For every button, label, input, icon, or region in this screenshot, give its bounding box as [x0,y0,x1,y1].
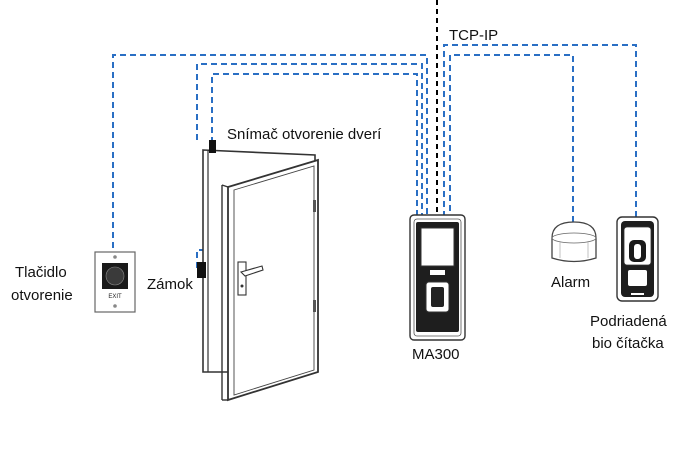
lock-label: Zámok [147,276,193,293]
controller-label: MA300 [412,346,460,363]
slave-reader-wire [443,44,637,217]
exit-button-wire [112,54,428,248]
door-leaf [227,158,319,402]
network-label: TCP-IP [449,27,499,44]
ma300-device [409,214,466,341]
exit-text: EXIT [108,294,122,300]
exit-button-label-line1: Tlačidlo [15,264,67,281]
exit-button-label-line2: otvorenie [11,287,73,304]
slave-reader-label-line1: Podriadená [590,313,667,330]
slave-reader-label-line2: bio čítačka [592,335,664,352]
door-lock [197,262,206,278]
ma300-screen [420,227,455,267]
door-handle-plate [237,261,247,296]
door-sensor [209,140,216,153]
alarm-label: Alarm [551,274,591,291]
door-sensor-label: Snímač otvorenie dverí [227,126,382,143]
exit-button: EXIT [94,251,136,313]
door-handle [239,265,264,277]
door [197,140,319,402]
slave-bio-reader [616,216,659,302]
alarm-siren [551,221,597,263]
alarm-wire [449,54,574,222]
